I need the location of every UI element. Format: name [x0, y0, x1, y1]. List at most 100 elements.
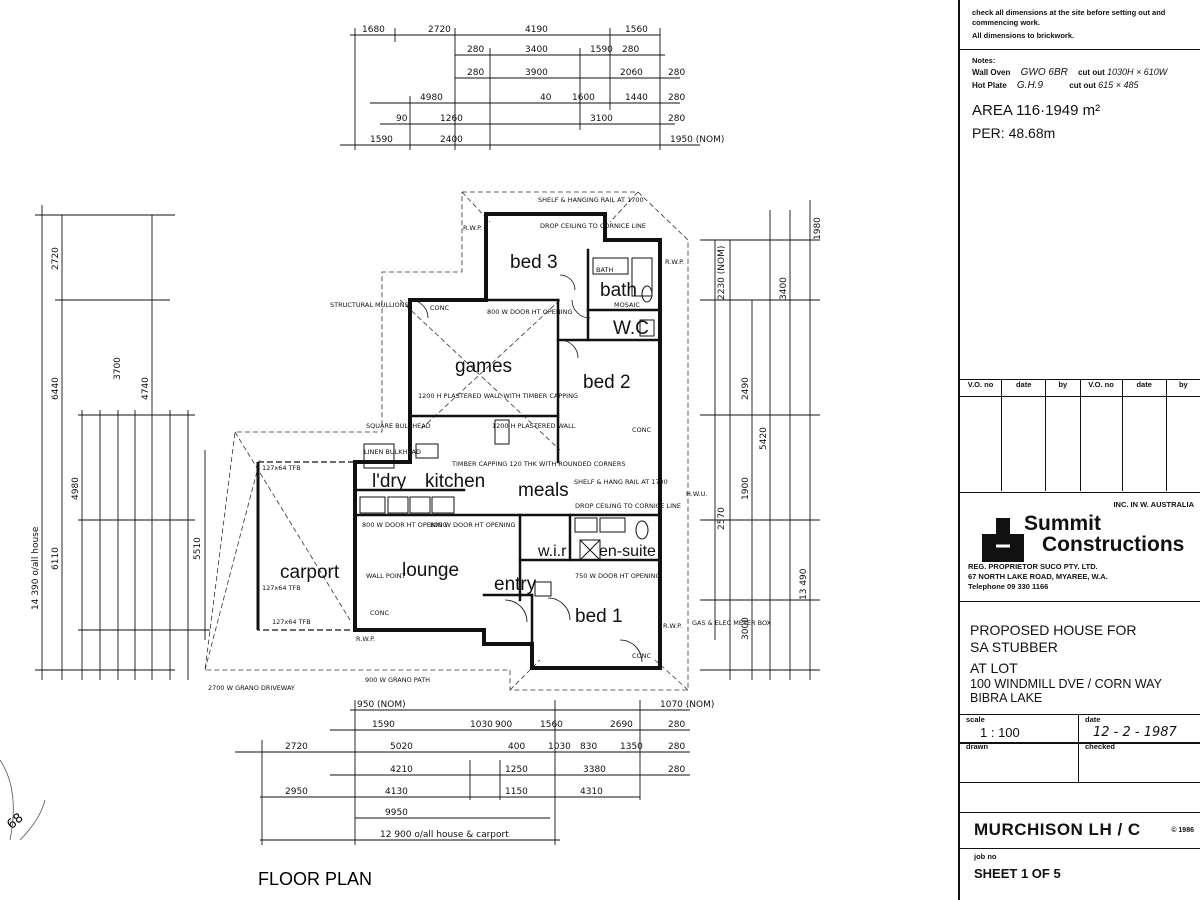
dim-label: 280 — [668, 742, 685, 752]
note-beam-top: 127x64 TFB — [262, 464, 301, 472]
title-block-check-notes: check all dimensions at the site before … — [960, 0, 1200, 50]
carport-outline — [256, 461, 356, 631]
wall-oven-row: Wall Oven GWO 6BR cut out 1030H × 610W — [972, 67, 1168, 78]
note-linen: LINEN BULKHEAD — [364, 448, 421, 456]
dim-label: 1260 — [440, 114, 463, 124]
dim-label: 1980 — [813, 217, 823, 240]
note-conc-3: CONC — [370, 609, 390, 617]
company-logo-icon — [982, 518, 1024, 562]
dim-label: 6440 — [51, 377, 61, 400]
suburb: BIBRA LAKE — [970, 691, 1043, 705]
note-mosaic: MOSAIC — [614, 301, 640, 309]
lot-address: 100 WINDMILL DVE / CORN WAY — [970, 677, 1162, 691]
top-dimension-labels: 1680 2720 4190 1560 280 3400 1590 280 28… — [362, 25, 724, 145]
dim-label: 4190 — [525, 25, 548, 35]
dim-label: 1030 — [470, 720, 493, 730]
dim-label: 5420 — [759, 427, 769, 450]
drawn-label: drawn — [960, 742, 1079, 782]
proposed-label: PROPOSED HOUSE FOR — [970, 622, 1137, 638]
dim-label: 1030 — [548, 742, 571, 752]
note-beam-bottom: 127x64 TFB — [272, 618, 311, 626]
room-label-laundry: l'dry — [372, 471, 407, 492]
copyright-mark: © 1986 — [1171, 826, 1194, 834]
note-square-bulkhead: SQUARE BULKHEAD — [366, 422, 431, 430]
note-path: 900 W GRANO PATH — [365, 676, 430, 684]
note-plastered-wall-2: 1200 H PLASTERED WALL — [492, 422, 576, 430]
note-rwp-1: R.W.P. — [665, 258, 684, 266]
note-conc-4: CONC — [632, 652, 652, 660]
dim-label: 40 — [540, 93, 552, 103]
room-label-bath: bath — [600, 280, 637, 301]
note-conc-1: CONC — [430, 304, 450, 312]
dim-label: 4210 — [390, 765, 413, 775]
room-label-entry: entry — [494, 574, 537, 595]
dim-label: 4980 — [420, 93, 443, 103]
job-row: job no SHEET 1 OF 5 — [960, 848, 1200, 896]
dim-label: 1680 — [362, 25, 385, 35]
company-name-2: Constructions — [1042, 533, 1185, 556]
plan-title: FLOOR PLAN — [258, 869, 372, 889]
sheet-number: SHEET 1 OF 5 — [974, 866, 1061, 881]
title-block-notes: Notes: Wall Oven GWO 6BR cut out 1030H ×… — [960, 50, 1200, 380]
note-drop-ceiling-wir: DROP CEILING TO CORNICE LINE — [575, 502, 681, 510]
dim-label: 13 490 — [799, 568, 809, 600]
right-dimension-labels: 13 490 5420 2230 (NOM) 3400 2490 2570 19… — [717, 217, 823, 640]
room-label-ensuite: en-suite — [599, 543, 656, 560]
room-labels: bed 3 bath W.C games bed 2 l'dry kitchen… — [280, 252, 656, 627]
date-cell: date 12 - 2 - 1987 — [1079, 715, 1200, 743]
all-dims-note: All dimensions to brickwork. — [972, 31, 1075, 40]
dim-label: 1950 (NOM) — [670, 135, 724, 145]
dim-label: 1560 — [625, 25, 648, 35]
dim-label: 1150 — [505, 787, 528, 797]
dim-label: 2950 — [285, 787, 308, 797]
dim-label: 4740 — [141, 377, 151, 400]
dim-label: 1900 — [741, 477, 751, 500]
dim-label: 4310 — [580, 787, 603, 797]
note-shelf-hang: SHELF & HANG RAIL AT 1700 — [574, 478, 668, 486]
company-inc: INC. IN W. AUSTRALIA — [1113, 500, 1194, 509]
dim-label: 2400 — [440, 135, 463, 145]
bottom-dimension-strings — [235, 700, 690, 845]
dim-label: 1590 — [590, 45, 613, 55]
margin-scribble: 68 — [0, 759, 46, 841]
checked-label: checked — [1085, 742, 1116, 751]
annotations: STRUCTURAL MULLIONS SHELF & HANGING RAIL… — [208, 196, 772, 692]
note-rwp-3: R.W.P. — [356, 635, 375, 643]
scale-value: 1 : 100 — [980, 725, 1020, 740]
scale-cell: scale 1 : 100 — [960, 715, 1079, 743]
bottom-dimension-labels: 950 (NOM) 1070 (NOM) 1590 1030 900 1560 … — [285, 700, 714, 840]
note-driveway: 2700 W GRANO DRIVEWAY — [208, 684, 295, 692]
note-gas-meter: GAS & ELEC METER BOX — [692, 619, 772, 627]
room-label-bed-3: bed 3 — [510, 252, 558, 273]
dim-label: 3400 — [779, 277, 789, 300]
dim-label: 280 — [622, 45, 639, 55]
dim-label: 2060 — [620, 68, 643, 78]
room-label-wir: w.i.r — [537, 543, 567, 560]
dim-label: 2490 — [741, 377, 751, 400]
right-dimension-strings — [700, 200, 820, 680]
house-walls — [353, 212, 662, 670]
note-opening-meals: 800 W DOOR HT OPENING — [430, 521, 516, 529]
dim-label: 1560 — [540, 720, 563, 730]
dim-label: 2720 — [428, 25, 451, 35]
room-label-lounge: lounge — [402, 560, 459, 581]
dim-label: 1250 — [505, 765, 528, 775]
company-telephone: Telephone 09 330 1166 — [968, 582, 1049, 591]
dim-label: 1600 — [572, 93, 595, 103]
dim-label: 830 — [580, 742, 597, 752]
note-bath: BATH — [596, 266, 613, 274]
dim-label: 3400 — [525, 45, 548, 55]
dim-label: 1350 — [620, 742, 643, 752]
dim-label: 2230 (NOM) — [717, 246, 727, 300]
at-lot-label: AT LOT — [970, 660, 1018, 676]
dim-label: 1590 — [370, 135, 393, 145]
dim-label: 280 — [467, 45, 484, 55]
scale-date-row: scale 1 : 100 date 12 - 2 - 1987 — [960, 714, 1200, 743]
note-timber-capping: TIMBER CAPPING 120 THK WITH ROUNDED CORN… — [451, 460, 626, 468]
note-opening-lounge: 800 W DOOR HT OPENING — [362, 521, 448, 529]
note-rwp-4: R.W.P. — [463, 224, 482, 232]
note-mullions: STRUCTURAL MULLIONS — [330, 301, 409, 309]
room-label-carport: carport — [280, 562, 340, 583]
dim-label: 950 (NOM) — [357, 700, 406, 710]
dim-label: 2570 — [717, 507, 727, 530]
